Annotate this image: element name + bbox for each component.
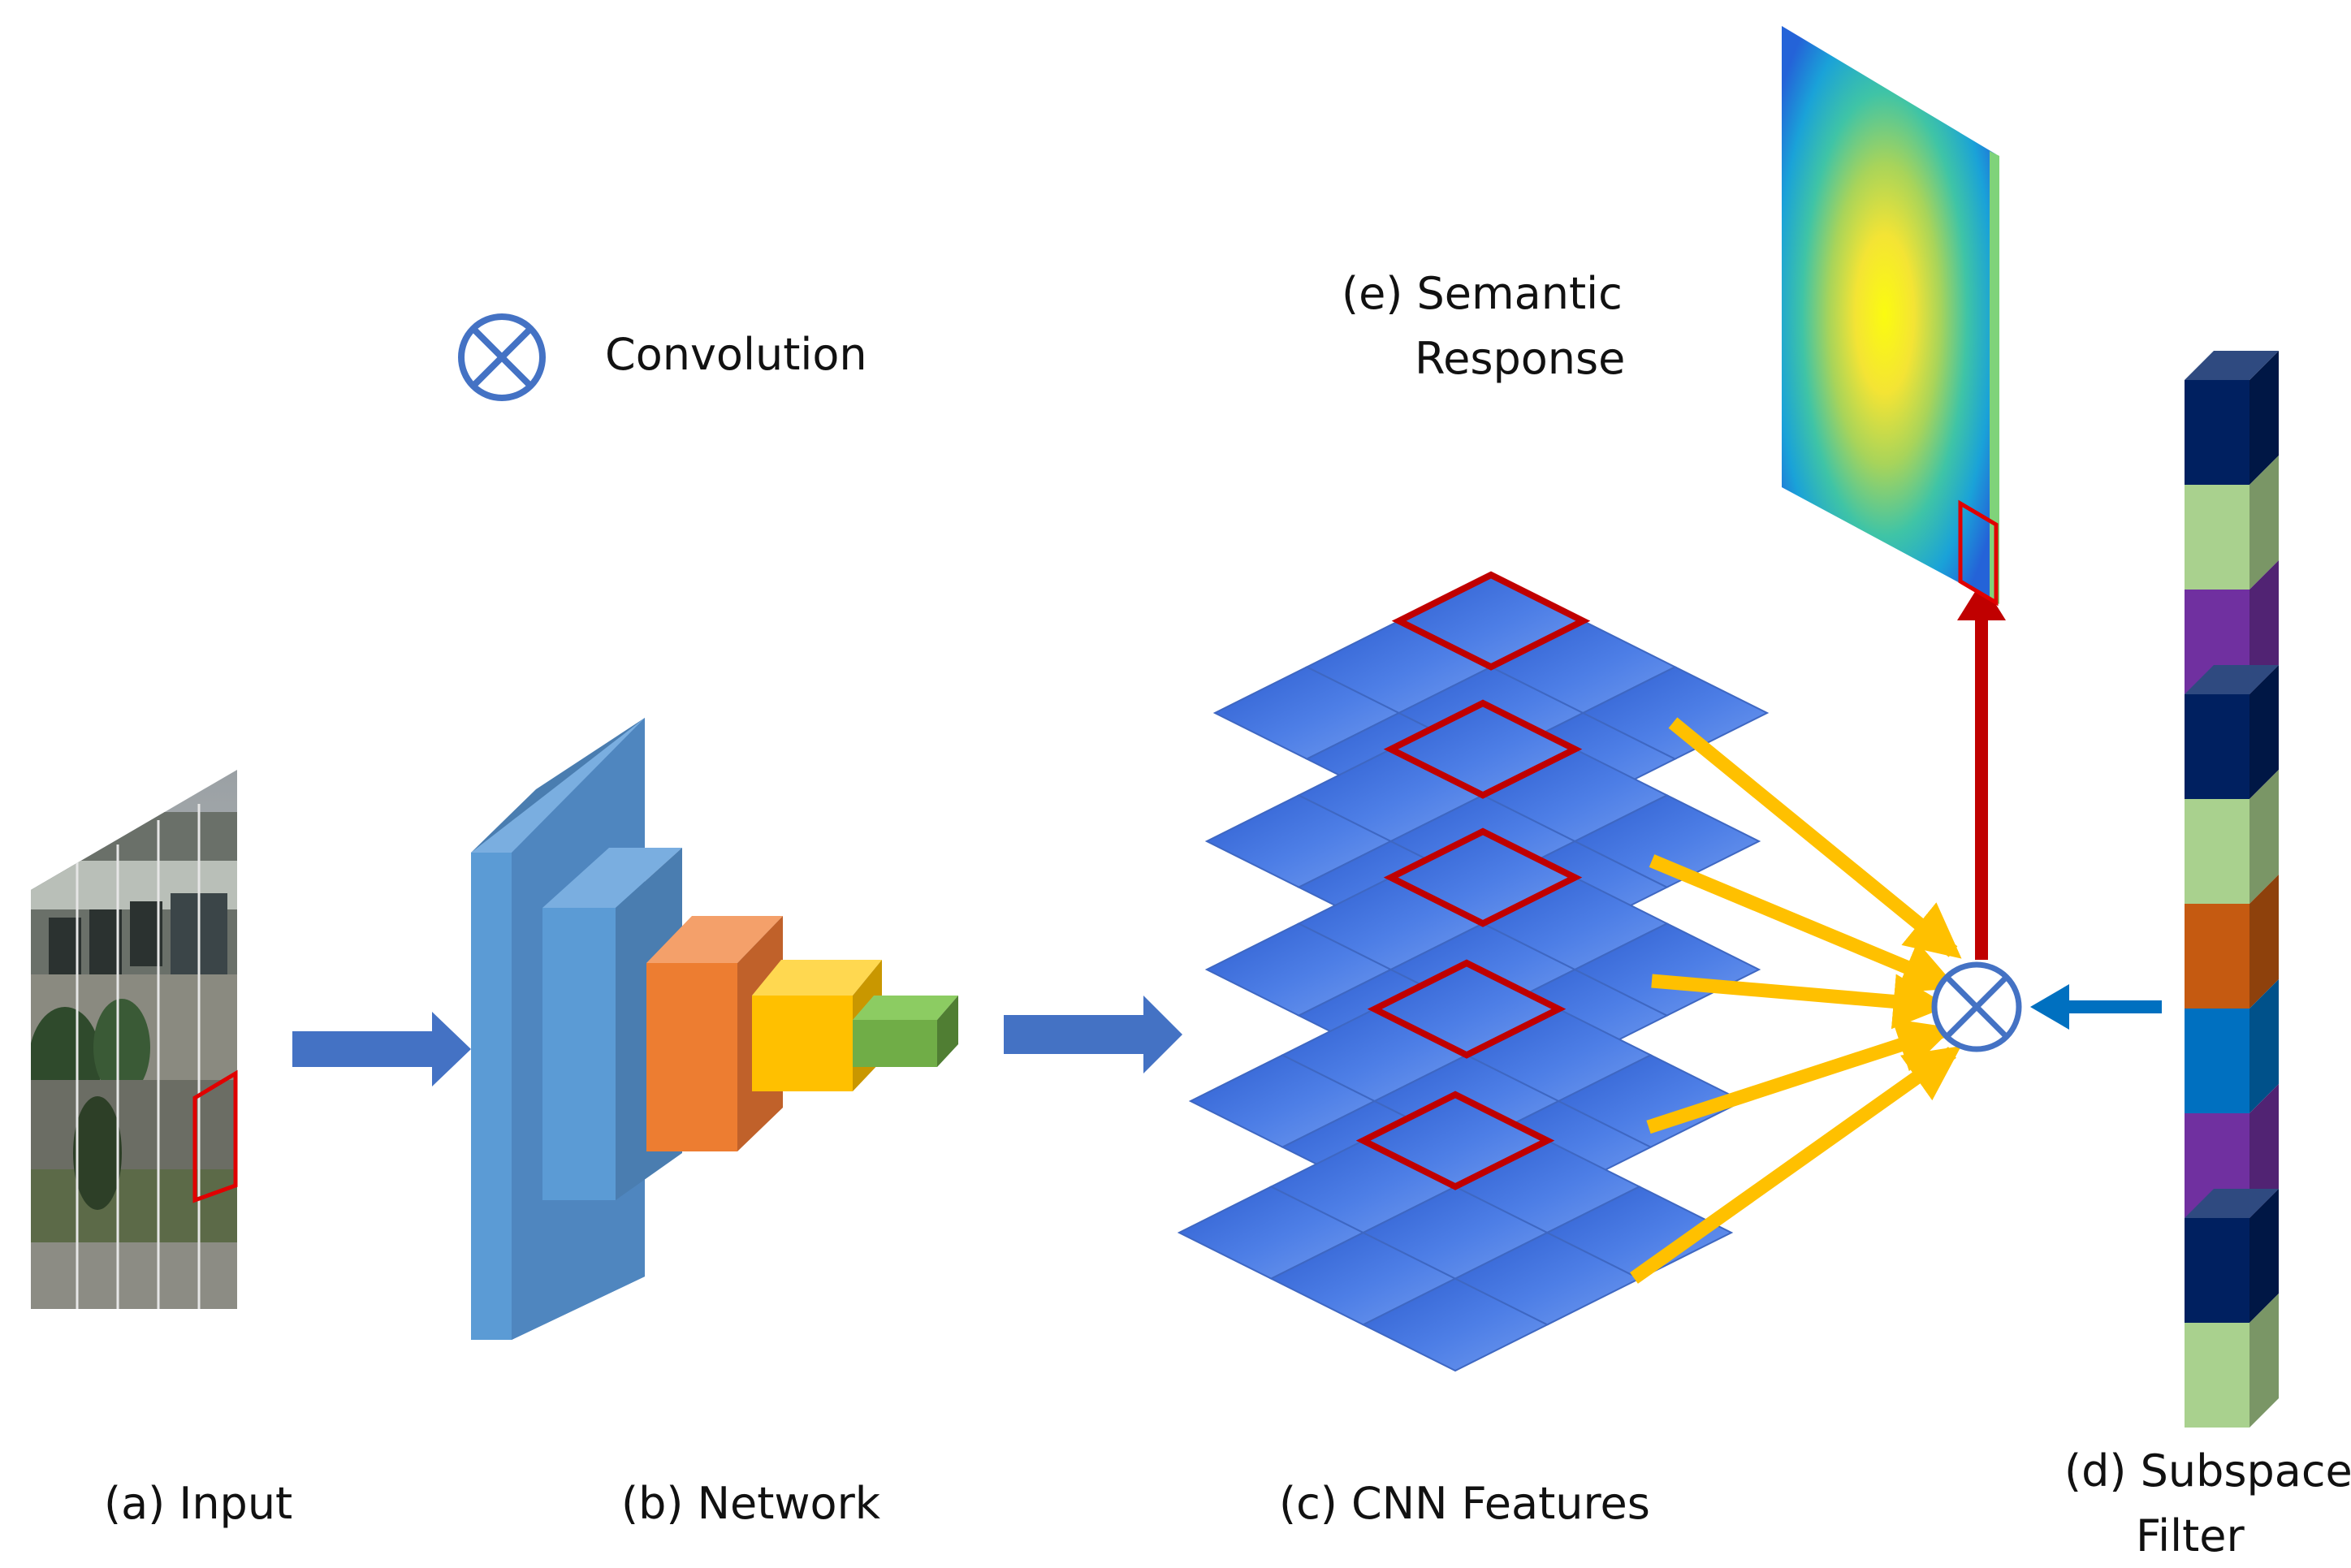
feature-arrow-1 [1668, 717, 1962, 959]
filter-segment-top [2185, 665, 2279, 694]
subspace-filter-label-line2: Filter [2136, 1510, 2245, 1562]
feature-tile [1545, 1186, 1734, 1280]
flow-arrow-2 [1004, 996, 1182, 1073]
filter-segment-side [2249, 351, 2279, 485]
filter-arrow [2030, 984, 2162, 1030]
filter-segment-top [2185, 1189, 2279, 1218]
feature-selection-box [1383, 699, 1583, 799]
network-blocks [471, 718, 958, 1340]
flow-arrow-1 [292, 1012, 471, 1086]
feature-tile [1581, 666, 1770, 760]
feature-selection-box [1367, 959, 1567, 1059]
input-image [31, 770, 238, 1309]
semantic-response-label-line1: (e) Semantic [1342, 268, 1623, 319]
convolution-legend: Convolution [458, 313, 867, 401]
filter-segment-side [2249, 560, 2279, 694]
filter-segment-side [2249, 770, 2279, 904]
filter-segment-side [2249, 979, 2279, 1113]
convolution-symbol-icon [458, 313, 546, 401]
filter-segment [2185, 485, 2249, 590]
feature-arrow-2 [1649, 854, 1958, 993]
semantic-response-label-line2: Response [1415, 333, 1625, 384]
convolution-node-icon [1931, 961, 2022, 1052]
filter-segment [2185, 799, 2249, 904]
feature-arrow-3 [1651, 974, 1949, 1030]
input-selection-box [192, 1069, 238, 1203]
filter-segment-side [2249, 665, 2279, 799]
feature-arrow-4 [1646, 1018, 1953, 1134]
filter-segment-top [2185, 351, 2279, 380]
filter-segment [2185, 1009, 2249, 1113]
feature-selection-box [1391, 571, 1591, 671]
feature-arrow-5 [1630, 1046, 1962, 1284]
network-label: (b) Network [621, 1478, 881, 1529]
filter-segment-side [2249, 1084, 2279, 1218]
input-label: (a) Input [104, 1478, 292, 1529]
filter-segment-side [2249, 875, 2279, 1009]
feature-arrows [1630, 717, 1962, 1284]
filter-segment [2185, 1218, 2249, 1323]
semantic-response-map [1782, 26, 1999, 607]
cnn-feature-stack [1177, 571, 1770, 1372]
filter-segment-side [2249, 456, 2279, 590]
cnn-features-label: (c) CNN Features [1279, 1478, 1650, 1529]
response-arrow [1957, 581, 2006, 960]
filter-segment [2185, 1323, 2249, 1428]
subspace-filter [2185, 351, 2279, 1428]
convolution-label: Convolution [605, 329, 867, 380]
feature-layer [1177, 1091, 1734, 1372]
feature-selection-box [1383, 827, 1583, 927]
filter-segment [2185, 694, 2249, 799]
filter-segment [2185, 380, 2249, 485]
filter-segment-side [2249, 1189, 2279, 1323]
filter-segment [2185, 904, 2249, 1009]
response-selection-box [1958, 499, 1999, 607]
subspace-filter-label-line1: (d) Subspace [2064, 1445, 2351, 1497]
filter-segment-side [2249, 1294, 2279, 1428]
feature-tile [1573, 794, 1761, 888]
feature-selection-box [1355, 1091, 1555, 1190]
